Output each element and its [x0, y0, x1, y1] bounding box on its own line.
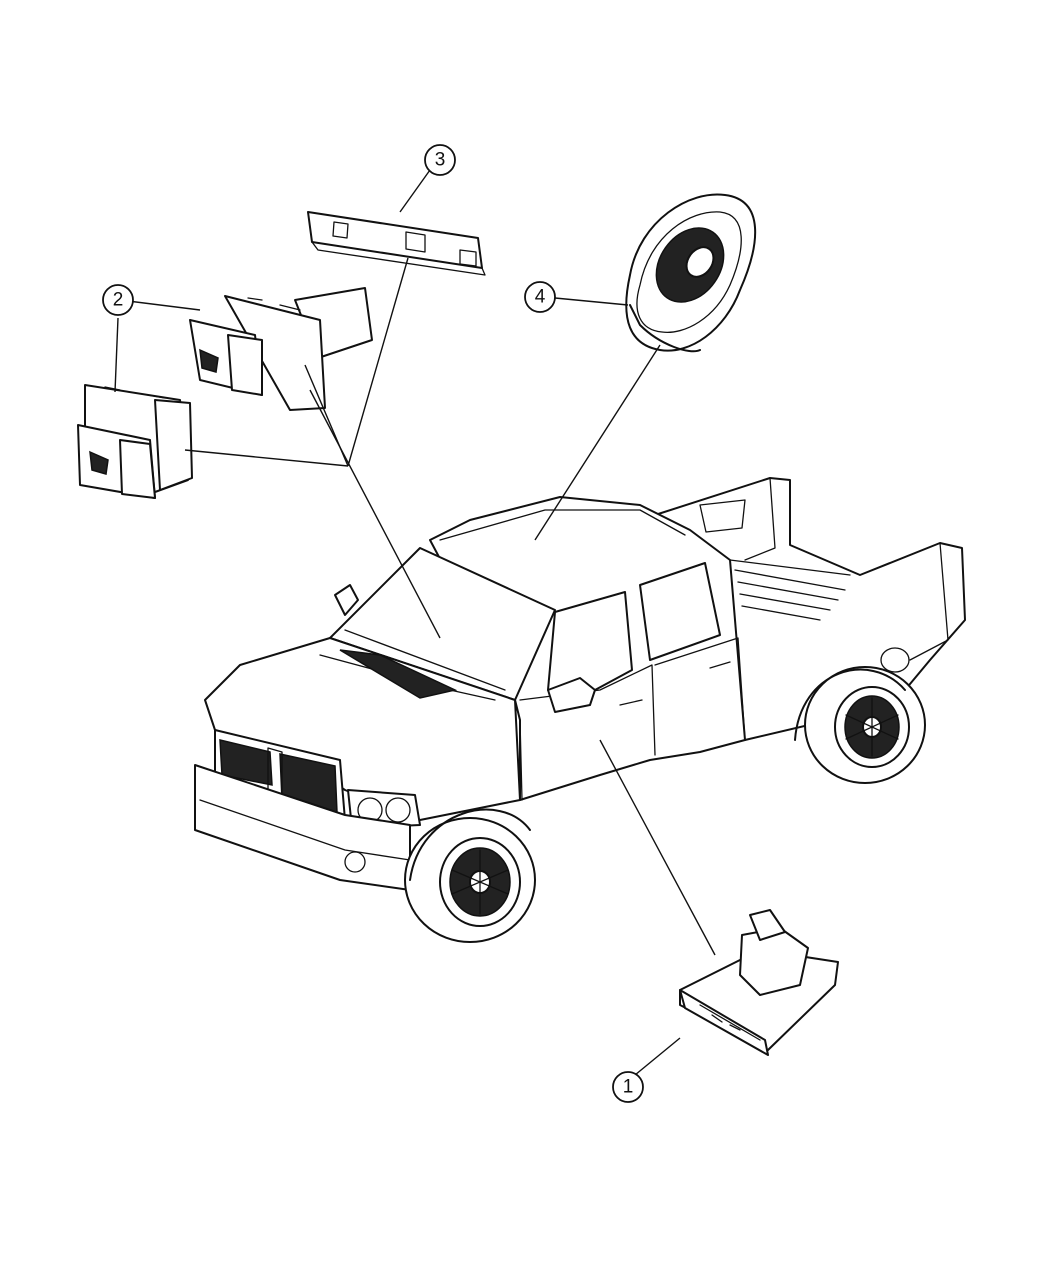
callout-3: 3: [424, 144, 456, 176]
callout-3-label: 3: [435, 150, 446, 171]
callout-4-label: 4: [535, 287, 546, 308]
callout-1: 1: [612, 1071, 644, 1103]
pickup-truck-illustration: [194, 477, 966, 943]
switch-part-2-upper: [189, 287, 373, 411]
leader-lines: [114, 169, 716, 1076]
callout-2-label: 2: [113, 290, 124, 311]
shifter-module-part-1: [679, 909, 839, 1056]
switch-bank-part-3: [307, 211, 486, 276]
switch-part-2-lower: [77, 384, 193, 499]
callout-2: 2: [102, 284, 134, 316]
control-knob-part-4: [625, 193, 757, 353]
callout-4: 4: [524, 281, 556, 313]
callout-1-label: 1: [623, 1077, 634, 1098]
